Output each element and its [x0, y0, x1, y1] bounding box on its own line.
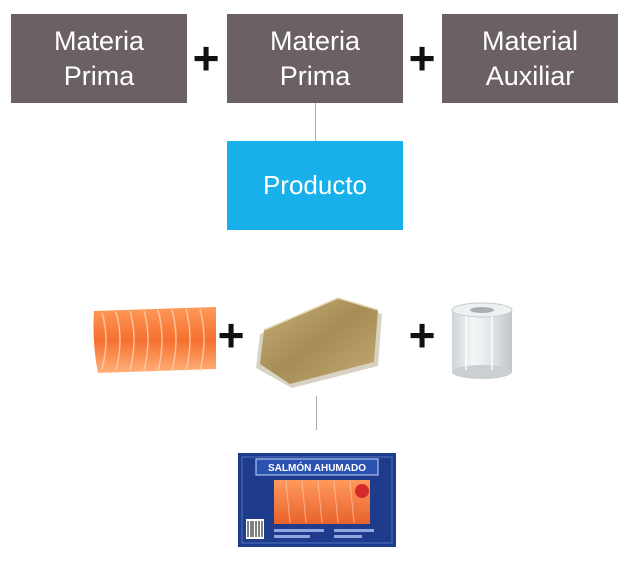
- plus-sign-4: +: [408, 309, 436, 361]
- plus-sign-1: +: [192, 32, 220, 84]
- product-label: Producto: [262, 170, 368, 200]
- smoked-salmon-package-image: SALMÓN AHUMADO: [238, 453, 396, 547]
- plus-sign-2: +: [408, 32, 436, 84]
- connector-line-bottom: [316, 396, 317, 430]
- auxiliary-material-box-line1: Material: [481, 25, 579, 56]
- film-roll-image: [451, 302, 513, 379]
- raw-material-box-1-line1: Materia: [53, 25, 145, 56]
- plus-sign-3: +: [217, 309, 245, 361]
- raw-material-box-2: Materia Prima: [227, 14, 403, 103]
- auxiliary-material-box: Material Auxiliar: [442, 14, 618, 103]
- raw-material-box-1: Materia Prima: [11, 14, 187, 103]
- raw-material-box-2-line1: Materia: [269, 25, 361, 56]
- raw-material-box-1-line2: Prima: [63, 60, 135, 91]
- auxiliary-material-box-line2: Auxiliar: [485, 60, 575, 91]
- product-box: Producto: [227, 141, 403, 230]
- salmon-fillet-image: [93, 307, 216, 373]
- connector-line-top: [315, 103, 316, 141]
- gold-tray-image: [256, 297, 382, 388]
- package-title: SALMÓN AHUMADO: [268, 461, 366, 474]
- raw-material-box-2-line2: Prima: [279, 60, 351, 91]
